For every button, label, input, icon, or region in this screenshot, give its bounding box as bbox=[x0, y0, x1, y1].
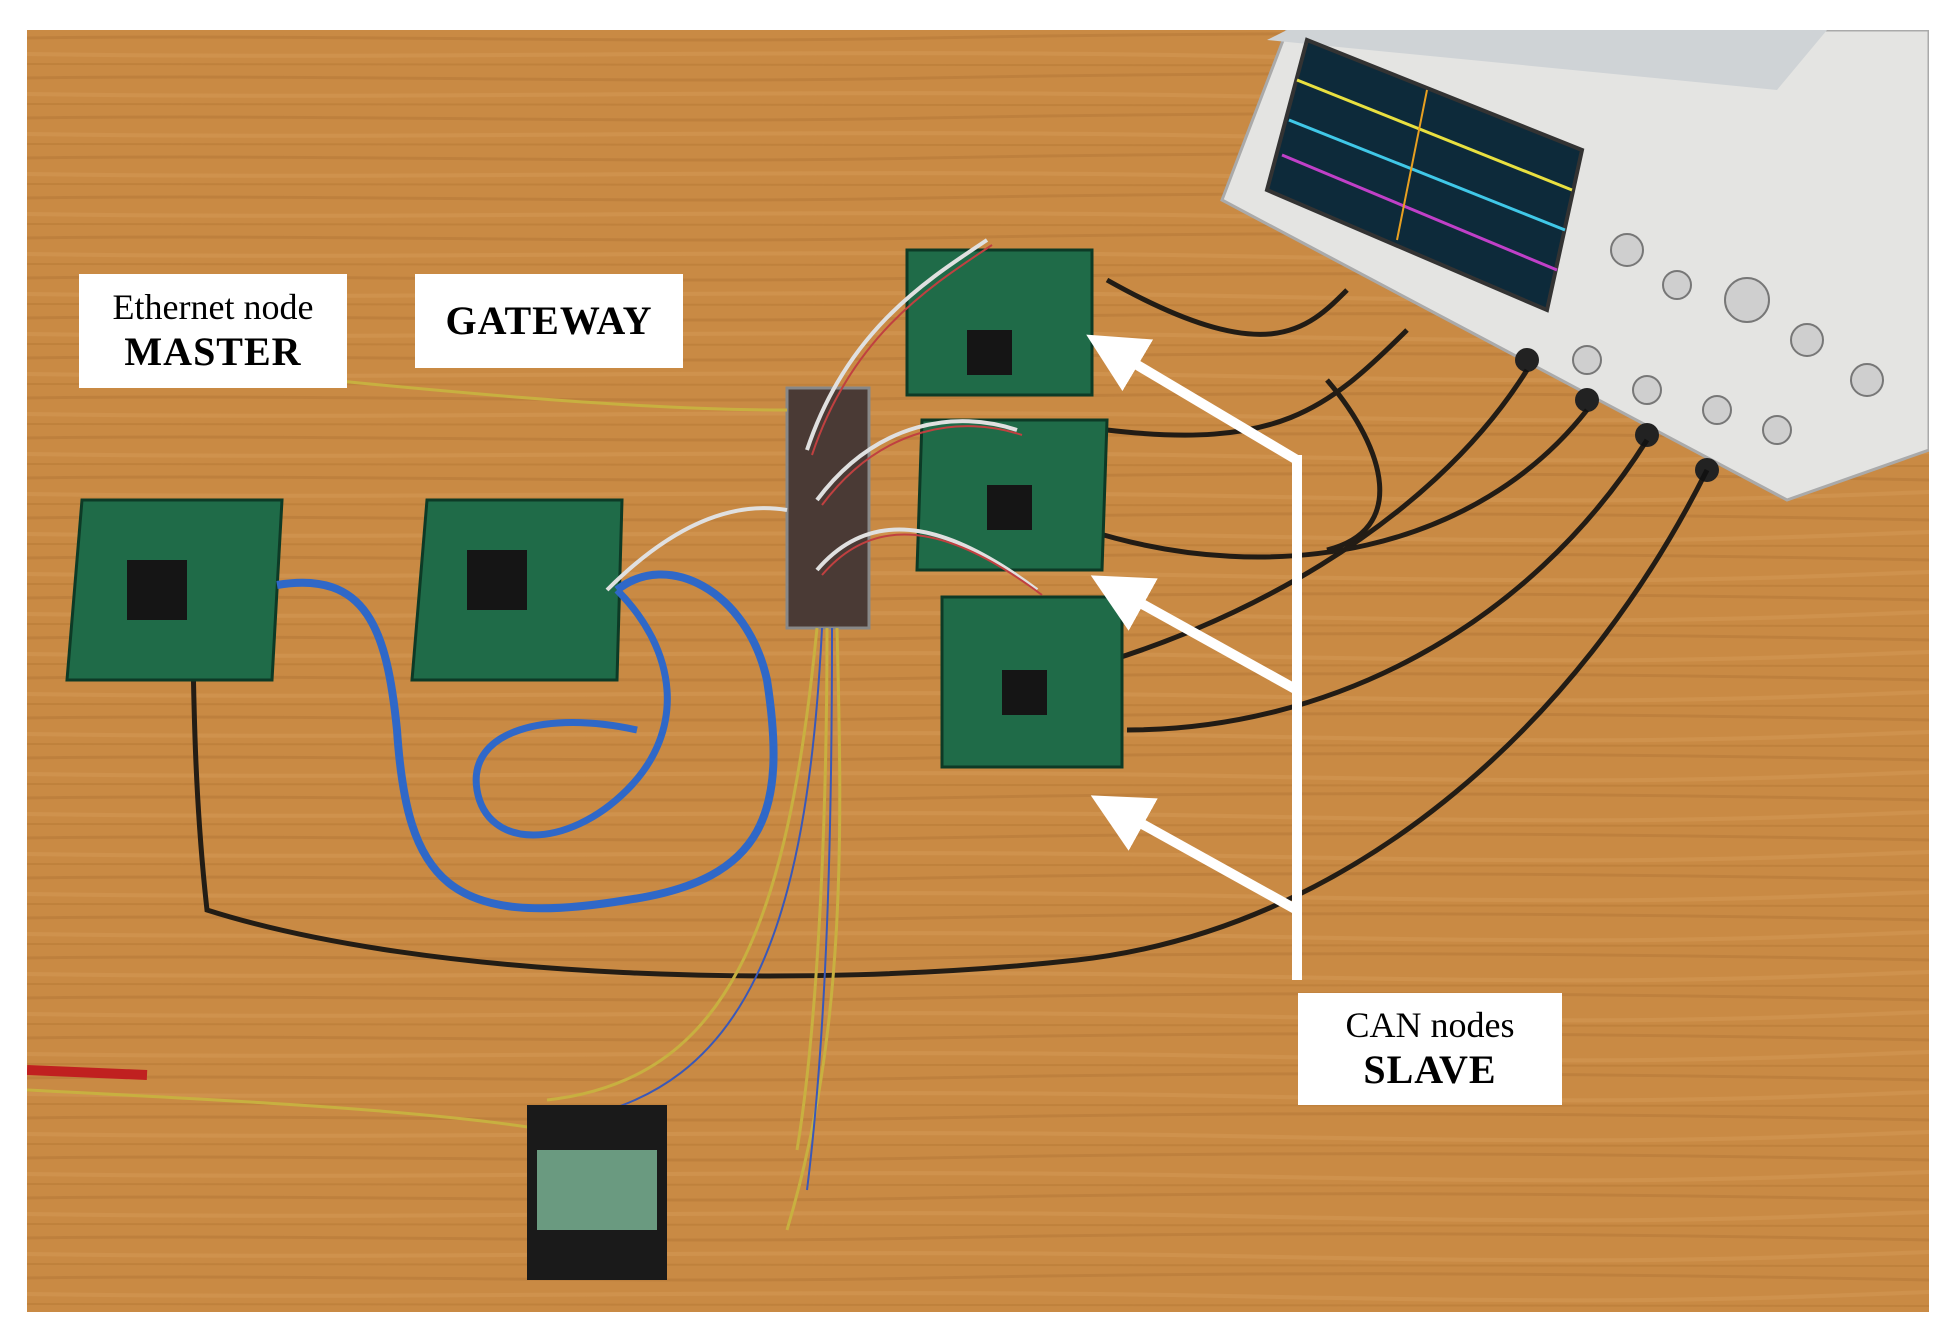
pcb-master bbox=[65, 498, 284, 682]
pcb-slave-3 bbox=[940, 595, 1124, 769]
label-can-slave-line2: SLAVE bbox=[1363, 1046, 1497, 1092]
ethernet-cable bbox=[276, 570, 778, 913]
terminal-block bbox=[527, 1105, 667, 1280]
label-ethernet-master: Ethernet node MASTER bbox=[79, 274, 347, 388]
pcb-gateway bbox=[410, 498, 624, 682]
pcb-slave-1 bbox=[905, 248, 1094, 397]
label-ethernet-master-line1: Ethernet node bbox=[112, 287, 314, 328]
label-gateway-text: GATEWAY bbox=[445, 298, 653, 343]
annotation-arrows bbox=[1086, 334, 1302, 980]
lab-setup-photo bbox=[27, 30, 1929, 1312]
label-can-slave-line1: CAN nodes bbox=[1345, 1005, 1515, 1046]
label-gateway: GATEWAY bbox=[415, 274, 683, 368]
label-ethernet-master-line2: MASTER bbox=[124, 328, 302, 374]
label-can-slave: CAN nodes SLAVE bbox=[1298, 993, 1562, 1105]
can-bus-bar bbox=[785, 386, 871, 630]
oscilloscope bbox=[1220, 30, 1929, 502]
pcb-slave-2 bbox=[915, 418, 1109, 572]
